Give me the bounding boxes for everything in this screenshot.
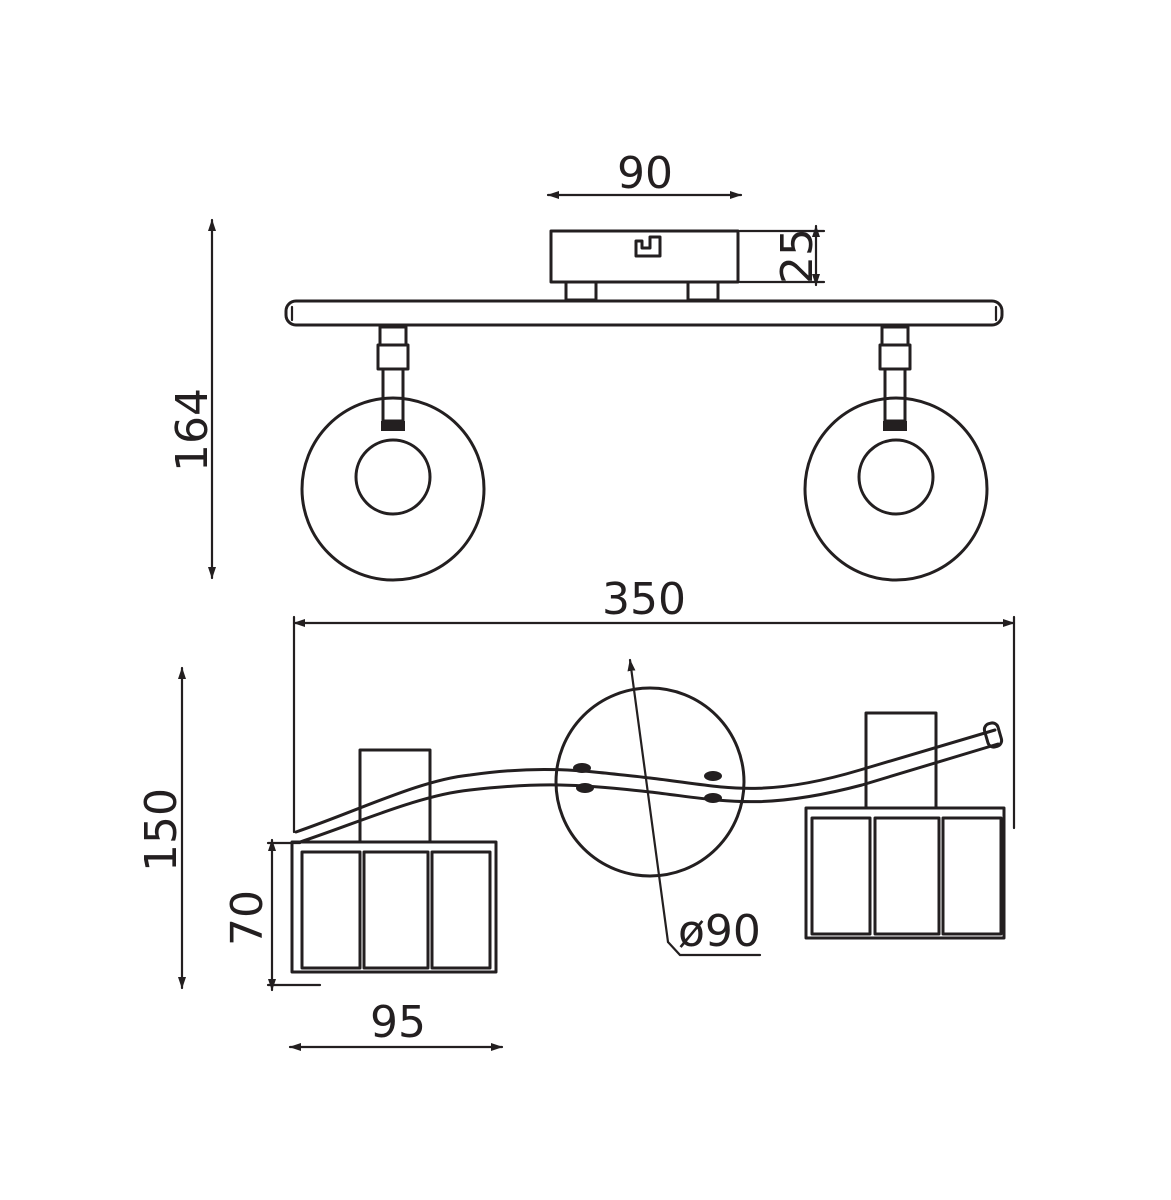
dim-label-diameter: ø90 [678,906,761,957]
dim-line-diameter [627,658,670,944]
dim-label-70: 70 [222,890,273,946]
round-base [554,686,746,878]
spot-left-front [290,748,498,974]
dim-label-350: 350 [602,574,686,625]
base-foot-left [564,280,598,302]
dim-label-150: 150 [136,788,187,872]
spot-left-top [300,325,486,582]
base-foot-right [686,280,720,302]
spot-right-top [803,325,989,582]
mounting-bar [284,299,1004,327]
dim-label-164: 164 [167,388,218,472]
front-view: 350 150 ø90 [136,574,1016,1051]
dim-label-95: 95 [370,997,426,1048]
dim-label-25: 25 [772,228,823,284]
dim-label-90: 90 [617,148,673,199]
curved-bar [294,728,997,834]
ceiling-base [549,229,740,284]
spot-right-front [804,711,1006,940]
base-screw-slot [634,235,662,258]
top-view: 90 25 164 [167,148,1004,582]
